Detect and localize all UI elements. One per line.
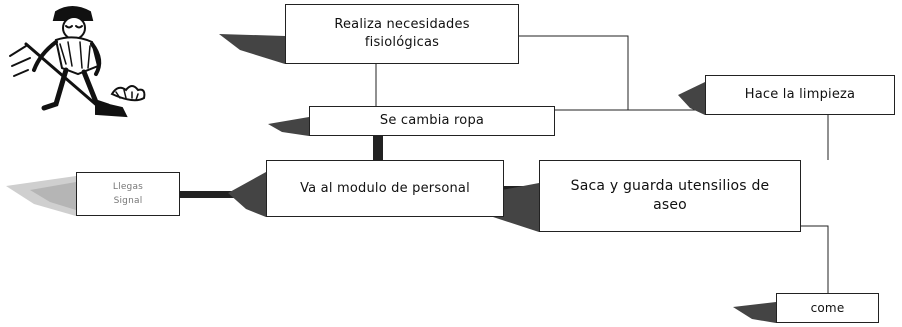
shadow-realiza xyxy=(219,34,285,64)
connector-cambia-modulo xyxy=(373,136,383,160)
node-come-label: come xyxy=(810,300,845,315)
node-modulo-label: Va al modulo de personal xyxy=(300,180,470,196)
node-saca-label: Saca y guarda utensilios de aseo xyxy=(570,178,770,213)
node-llegada: Llegas Signal xyxy=(76,172,180,216)
shadow-modulo xyxy=(228,172,266,217)
janitor-icon xyxy=(9,6,146,118)
node-saca-utensilios: Saca y guarda utensilios de aseo xyxy=(539,160,801,232)
node-left-label: Llegas Signal xyxy=(112,181,144,206)
node-cambia-ropa: Se cambia ropa xyxy=(309,106,555,136)
shadow-cambia xyxy=(268,117,309,136)
shadow-limpieza xyxy=(678,82,705,115)
node-realiza-necesidades: Realiza necesidades fisiológicas xyxy=(285,4,519,64)
connector-left-modulo xyxy=(180,191,266,198)
node-modulo-personal: Va al modulo de personal xyxy=(266,160,504,217)
shadow-come xyxy=(733,302,776,323)
connector-realiza-right xyxy=(519,35,705,111)
node-realiza-label: Realiza necesidades fisiológicas xyxy=(334,17,470,50)
shadow-left-speckle xyxy=(6,176,76,216)
node-come: come xyxy=(776,293,879,323)
node-limpieza-label: Hace la limpieza xyxy=(744,87,856,103)
node-hace-limpieza: Hace la limpieza xyxy=(705,75,895,115)
node-cambia-label: Se cambia ropa xyxy=(379,113,485,129)
connector-saca-come xyxy=(801,225,829,293)
